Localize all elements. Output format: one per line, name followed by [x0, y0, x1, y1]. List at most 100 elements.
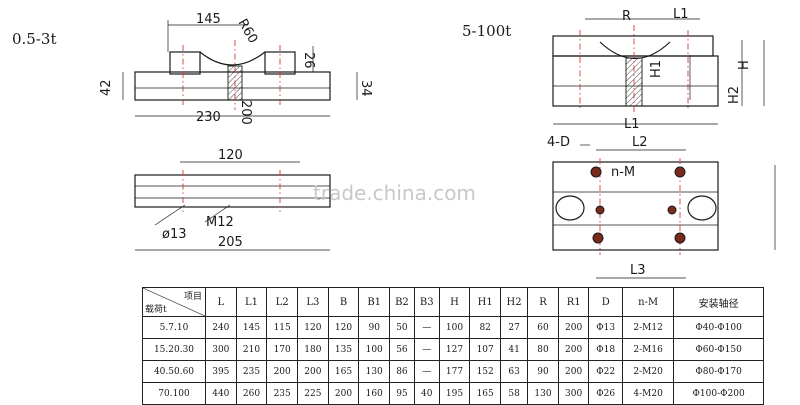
table-cell: 195	[438, 382, 471, 405]
table-cell: 165	[327, 360, 360, 383]
table-cell: Φ22	[588, 360, 623, 383]
table-cell: 130	[358, 360, 391, 383]
dim-26: 26	[301, 52, 316, 69]
table-cell: 60	[527, 316, 559, 339]
table-cell: Φ80-Φ170	[673, 360, 764, 383]
mount-hole	[674, 166, 686, 178]
mount-hole	[592, 232, 604, 244]
table-cell: 152	[469, 360, 501, 383]
mount-hole	[590, 166, 602, 178]
dim-r: R	[622, 9, 631, 24]
table-cell: 235	[266, 382, 299, 405]
table-cell: 235	[235, 360, 268, 383]
table-cell: Φ26	[588, 382, 623, 405]
dim-l2: L2	[632, 135, 648, 150]
table-cell: 240	[205, 316, 237, 339]
table-cell: 115	[266, 316, 299, 339]
small-support-elevation	[122, 20, 358, 117]
column-header: 安装轴径	[673, 287, 764, 317]
dim-200: 200	[238, 100, 253, 125]
corner-bottom-label: 载荷t	[145, 305, 167, 315]
table-cell: 200	[557, 338, 590, 361]
table-cell: 4-M20	[621, 382, 675, 405]
table-cell: Φ100-Φ200	[673, 382, 764, 405]
table-cell: Φ13	[588, 316, 623, 339]
large-support-elevation	[552, 18, 765, 125]
table-cell: 225	[297, 382, 329, 405]
dim-n-m: n-M	[611, 165, 635, 180]
table-cell: 2-M20	[621, 360, 675, 383]
dim-l1-top: L1	[673, 7, 689, 22]
mount-hole	[674, 232, 686, 244]
table-cell: 2-M16	[621, 338, 675, 361]
table-cell: 50	[389, 316, 415, 339]
dim-230: 230	[196, 110, 221, 125]
table-cell: 120	[297, 316, 329, 339]
table-cell: 160	[358, 382, 391, 405]
dim-4-d: 4-D	[547, 135, 570, 150]
column-header: n-M	[621, 287, 675, 317]
right-capacity-label: 5-100t	[462, 22, 511, 40]
table-cell: —	[413, 316, 440, 339]
table-cell: Φ40-Φ100	[673, 316, 764, 339]
table-cell: 200	[557, 360, 590, 383]
dim-h1: H1	[649, 60, 664, 78]
column-header: L1	[235, 287, 268, 317]
table-cell: 170	[266, 338, 299, 361]
load-cell: 40.50.60	[142, 360, 206, 383]
table-cell: 200	[557, 316, 590, 339]
column-header: B2	[389, 287, 415, 317]
table-cell: 27	[499, 316, 529, 339]
table-cell: 300	[557, 382, 590, 405]
table-cell: —	[413, 360, 440, 383]
table-cell: Φ18	[588, 338, 623, 361]
corner-header-cell: 项目 载荷t	[142, 287, 206, 317]
dim-120: 120	[218, 148, 243, 163]
table-cell: 95	[389, 382, 415, 405]
table-cell: Φ60-Φ150	[673, 338, 764, 361]
table-cell: 177	[438, 360, 471, 383]
table-cell: —	[413, 338, 440, 361]
column-header: L	[205, 287, 237, 317]
watermark-text: trade.china.com	[313, 181, 476, 205]
table-cell: 100	[438, 316, 471, 339]
column-header: R1	[557, 287, 590, 317]
table-cell: 63	[499, 360, 529, 383]
load-cell: 5.7.10	[142, 316, 206, 339]
dim-h2: H2	[727, 86, 742, 104]
table-cell: 300	[205, 338, 237, 361]
dim-hole-13: ø13	[162, 227, 187, 242]
table-cell: 40	[413, 382, 440, 405]
table-cell: 90	[358, 316, 391, 339]
load-cell: 70.100	[142, 382, 206, 405]
thread-hole	[667, 205, 677, 215]
dim-l1-bottom: L1	[624, 117, 640, 132]
table-cell: 135	[327, 338, 360, 361]
column-header: B1	[358, 287, 391, 317]
table-cell: 127	[438, 338, 471, 361]
large-support-plan	[552, 144, 776, 279]
table-cell: 200	[266, 360, 299, 383]
dim-l3: L3	[630, 263, 646, 278]
dim-r60: R60	[235, 17, 261, 47]
table-cell: 165	[469, 382, 501, 405]
dim-34: 34	[358, 80, 373, 97]
table-cell: 2-M12	[621, 316, 675, 339]
small-support-plan	[134, 161, 331, 251]
load-cell: 15.20.30	[142, 338, 206, 361]
column-header: L3	[297, 287, 329, 317]
column-header: R	[527, 287, 559, 317]
dim-42: 42	[99, 79, 114, 96]
table-cell: 82	[469, 316, 501, 339]
table-cell: 260	[235, 382, 268, 405]
column-header: D	[588, 287, 623, 317]
table-cell: 145	[235, 316, 268, 339]
table-cell: 90	[527, 360, 559, 383]
table-cell: 56	[389, 338, 415, 361]
dim-205: 205	[218, 235, 243, 250]
